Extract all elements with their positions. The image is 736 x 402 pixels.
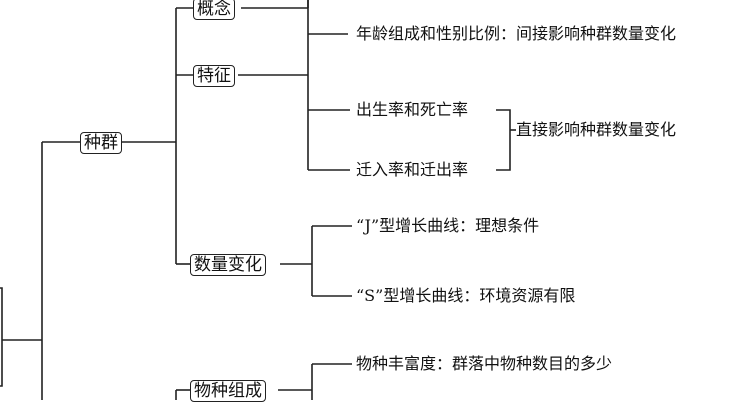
- node-characteristics: 特征: [193, 65, 235, 87]
- leaf-s-curve: “S”型增长曲线：环境资源有限: [356, 286, 576, 305]
- leaf-j-curve: “J”型增长曲线：理想条件: [356, 216, 540, 235]
- leaf-direct-effect: 直接影响种群数量变化: [516, 120, 677, 139]
- leaf-birth-death-rate: 出生率和死亡率: [356, 100, 469, 119]
- node-species-composition: 物种组成: [190, 380, 266, 402]
- leaf-age-sex-ratio: 年龄组成和性别比例：间接影响种群数量变化: [356, 24, 677, 43]
- node-quantity-change: 数量变化: [190, 254, 266, 276]
- leaf-migration-rate: 迁入率和迁出率: [356, 160, 469, 179]
- node-concept: 概念: [193, 0, 235, 20]
- leaf-species-richness: 物种丰富度：群落中物种数目的多少: [356, 354, 613, 373]
- node-population: 种群: [80, 132, 122, 154]
